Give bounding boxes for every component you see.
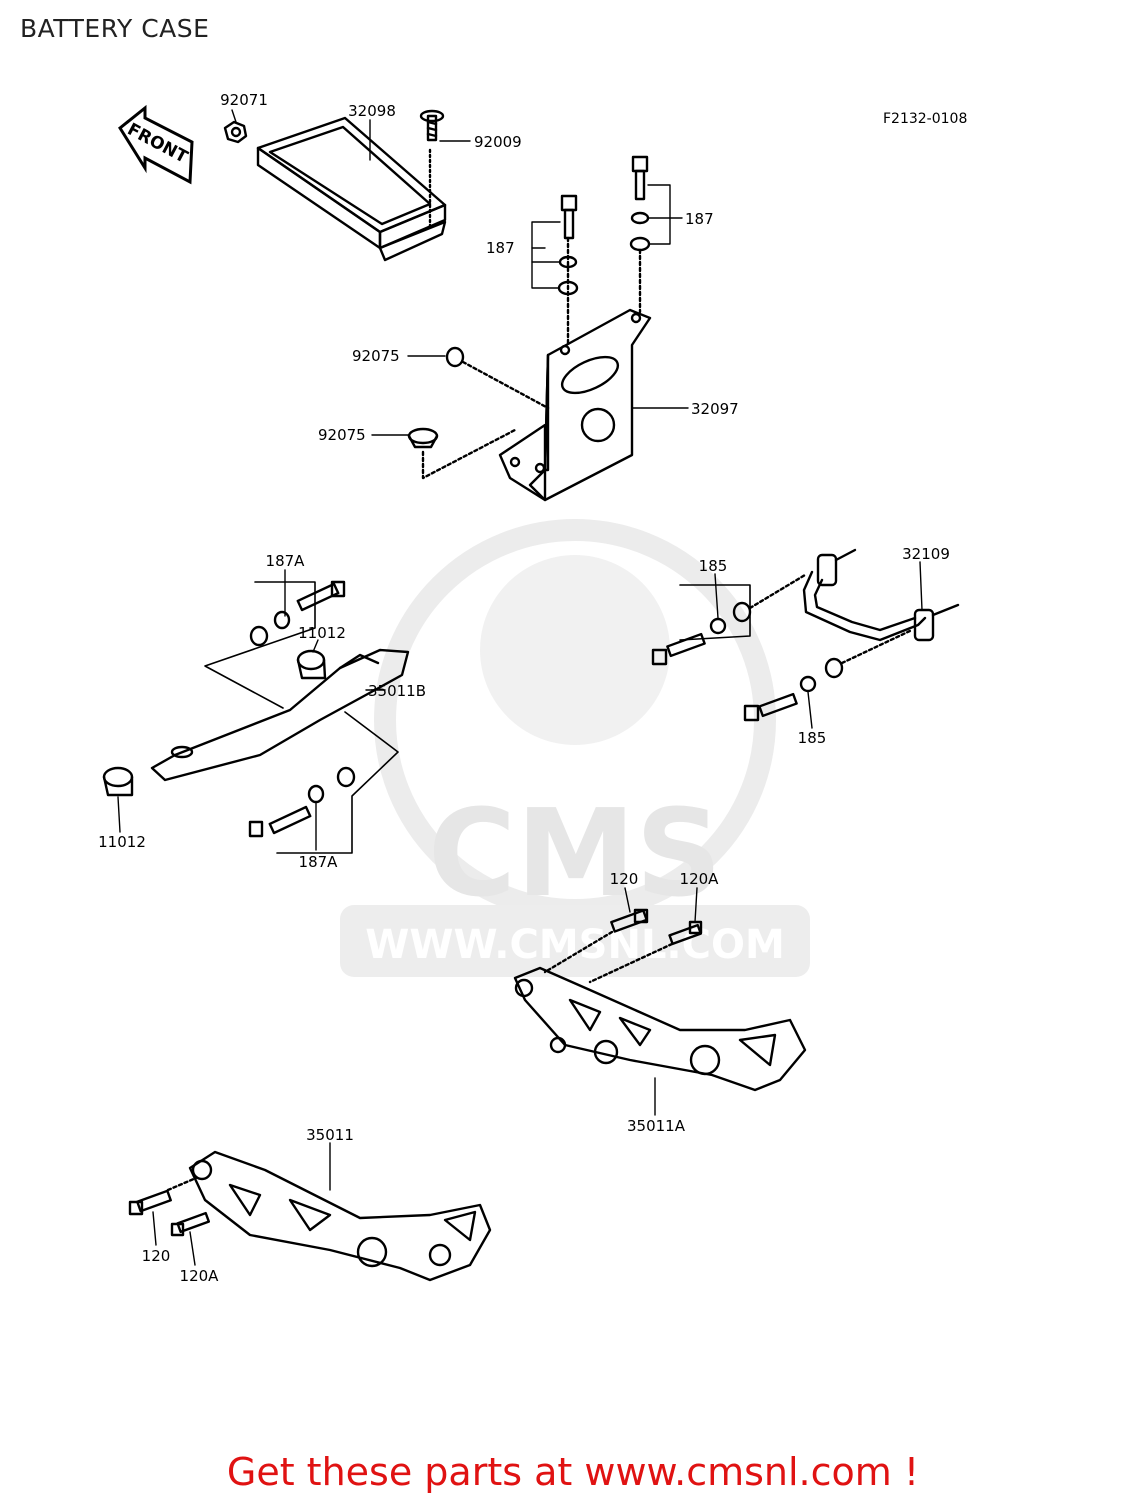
callout-92071: 92071 bbox=[220, 91, 268, 109]
part-120-bolt-upper bbox=[543, 908, 649, 974]
part-32109-stay-bar bbox=[802, 548, 960, 642]
part-187A-bolt-set-lower bbox=[248, 711, 399, 854]
callout-35011B: 35011B bbox=[368, 682, 426, 700]
part-32098-battery-tray bbox=[256, 116, 447, 262]
watermark-url: WWW.CMSNL.COM bbox=[365, 922, 785, 968]
page-title: BATTERY CASE bbox=[20, 14, 210, 43]
parts-diagram: CMS WWW.CMSNL.COM FRONT bbox=[98, 91, 960, 1285]
part-187A-bolt-set-upper bbox=[204, 580, 346, 709]
part-185-bolt-set-lower bbox=[743, 628, 914, 722]
leader-lines bbox=[117, 109, 923, 1266]
watermark-brand: CMS bbox=[428, 785, 722, 924]
part-92009-screw bbox=[419, 109, 445, 142]
part-92075-cushion-lower bbox=[407, 427, 517, 480]
callout-187A-upper: 187A bbox=[266, 552, 306, 570]
part-187-bolt-set-right bbox=[629, 155, 651, 314]
callout-120-lower: 120 bbox=[142, 1247, 171, 1265]
callout-187-right: 187 bbox=[685, 210, 714, 228]
callout-32109: 32109 bbox=[902, 545, 950, 563]
callout-labels: 92071 32098 92009 187 187 92075 32097 92… bbox=[98, 91, 950, 1285]
part-32097-bracket bbox=[498, 308, 652, 502]
part-187-bolt-set-left bbox=[557, 194, 579, 347]
part-35011-bracket bbox=[188, 1150, 492, 1282]
callout-120-upper: 120 bbox=[610, 870, 639, 888]
part-120-bolt-lower bbox=[128, 1176, 198, 1216]
part-185-bolt-set-upper bbox=[651, 573, 807, 666]
part-92075-grommet-upper bbox=[445, 346, 550, 410]
footer-link[interactable]: Get these parts at www.cmsnl.com ! bbox=[226, 1450, 920, 1494]
callout-120A-upper: 120A bbox=[680, 870, 720, 888]
cms-watermark: CMS WWW.CMSNL.COM bbox=[340, 519, 810, 977]
callout-120A-lower: 120A bbox=[180, 1267, 220, 1285]
callout-32098: 32098 bbox=[348, 102, 396, 120]
callout-185-lower: 185 bbox=[798, 729, 827, 747]
callout-32097: 32097 bbox=[691, 400, 739, 418]
callout-35011: 35011 bbox=[306, 1126, 354, 1144]
part-11012-collar-upper bbox=[296, 649, 327, 680]
callout-11012-upper: 11012 bbox=[298, 624, 346, 642]
part-35011B-bracket bbox=[150, 648, 410, 782]
callout-187A-lower: 187A bbox=[299, 853, 339, 871]
callout-92075-lower: 92075 bbox=[318, 426, 366, 444]
callout-92009: 92009 bbox=[474, 133, 522, 151]
part-11012-collar-lower bbox=[102, 766, 134, 797]
part-35011A-bracket bbox=[513, 966, 807, 1092]
part-120A-bolt-lower bbox=[170, 1211, 211, 1237]
callout-11012-lower: 11012 bbox=[98, 833, 146, 851]
callout-92075-upper: 92075 bbox=[352, 347, 400, 365]
front-arrow-icon: FRONT bbox=[118, 104, 194, 185]
part-92071-nut bbox=[223, 120, 248, 144]
callout-185-upper: 185 bbox=[699, 557, 728, 575]
diagram-code: F2132-0108 bbox=[883, 111, 968, 127]
callout-187-left: 187 bbox=[486, 239, 515, 257]
callout-35011A: 35011A bbox=[627, 1117, 686, 1135]
